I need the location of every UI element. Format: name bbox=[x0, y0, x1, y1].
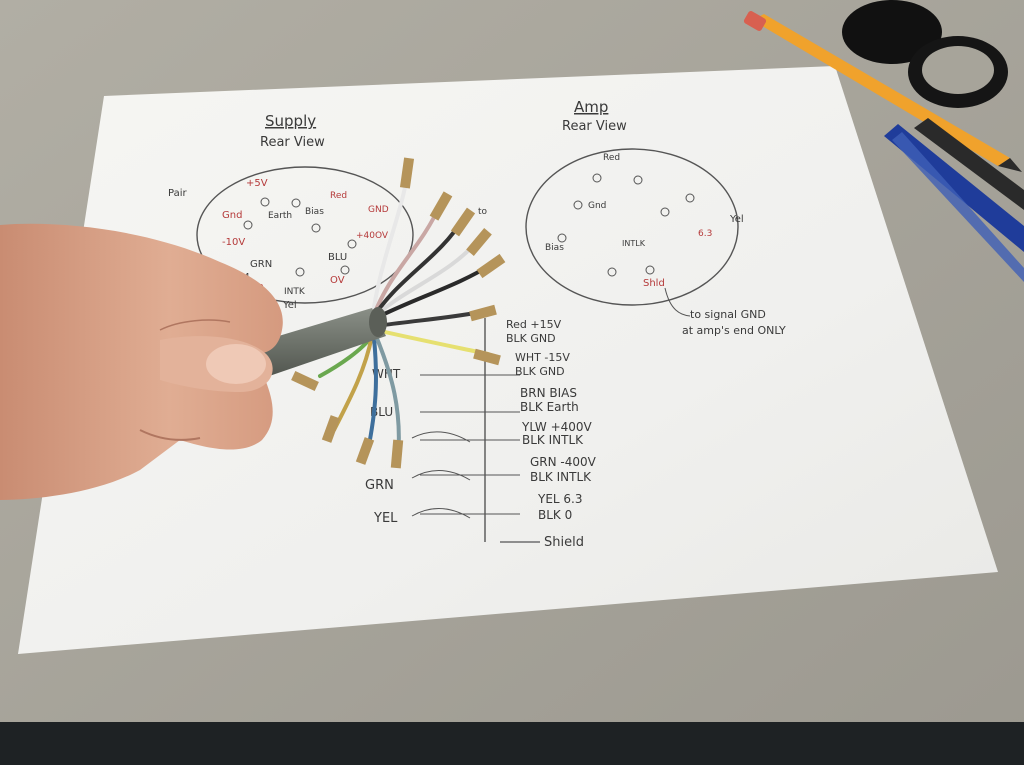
supply-side-label: Pair bbox=[168, 188, 187, 199]
harness-label-grn: GRN bbox=[365, 478, 394, 493]
amp-note-line1: to signal GND bbox=[690, 308, 766, 321]
harness-row-10: YEL 6.3 bbox=[537, 492, 583, 506]
supply-title: Supply bbox=[265, 112, 316, 130]
amp-title: Amp bbox=[574, 98, 608, 116]
pin-bias: Bias bbox=[305, 207, 324, 217]
harness-row-6: YLW +400V bbox=[521, 420, 593, 434]
pen-icon bbox=[884, 118, 1024, 282]
pin-gnd: Gnd bbox=[222, 210, 242, 221]
harness-row-3: BLK GND bbox=[515, 365, 565, 378]
pin-minus10v: -10V bbox=[222, 237, 245, 248]
harness-label-wht: WHT bbox=[372, 367, 401, 381]
harness-row-1: BLK GND bbox=[506, 332, 556, 345]
harness-label-yel: YEL bbox=[373, 511, 398, 526]
supply-subtitle: Rear View bbox=[260, 135, 325, 150]
harness-row-8: GRN -400V bbox=[530, 455, 597, 469]
pin-earth: Earth bbox=[268, 211, 292, 221]
paper-sheet bbox=[18, 66, 998, 654]
pin-plus5v: +5V bbox=[246, 178, 268, 189]
pencil-icon bbox=[743, 11, 1022, 172]
harness-row-2: WHT -15V bbox=[515, 351, 570, 364]
harness-row-0: Red +15V bbox=[506, 318, 562, 331]
pin-yel: Yel bbox=[282, 300, 297, 311]
harness-row-4: BRN BIAS bbox=[520, 386, 577, 400]
hand-icon bbox=[0, 223, 283, 501]
amp-subtitle: Rear View bbox=[562, 119, 627, 134]
amp-pin-intlk: INTLK bbox=[622, 239, 646, 248]
desk-edge bbox=[0, 722, 1024, 765]
pin-intk: INTK bbox=[284, 287, 306, 297]
pin-red: Red bbox=[330, 191, 347, 201]
harness-row-12: Shield bbox=[544, 535, 584, 550]
wire-bundle bbox=[291, 157, 506, 469]
to-frame-label: to bbox=[478, 207, 488, 217]
harness-row-11: BLK 0 bbox=[538, 508, 572, 522]
amp-pin-shld: Shld bbox=[643, 278, 665, 289]
amp-pin-red: Red bbox=[603, 153, 620, 163]
pin-gnd-right: GND bbox=[368, 205, 389, 215]
amp-pin-63: 6.3 bbox=[698, 229, 712, 239]
pin-blu: BLU bbox=[328, 252, 347, 263]
harness-row-9: BLK INTLK bbox=[530, 470, 592, 484]
pin-plus400v: +40OV bbox=[356, 231, 389, 241]
amp-connector-diagram-icon: Amp Rear View Red Bias Yel Gnd 6.3 INTLK… bbox=[525, 98, 786, 337]
amp-pin-gnd: Gnd bbox=[588, 201, 606, 211]
pin-0v: OV bbox=[330, 275, 345, 286]
harness-row-7: BLK INTLK bbox=[522, 433, 584, 447]
harness-row-5: BLK Earth bbox=[520, 400, 579, 414]
amp-note-line2: at amp's end ONLY bbox=[682, 324, 786, 337]
wire-harness-icon: Red +15V BLK GND WHT -15V BLK GND BRN BI… bbox=[365, 207, 597, 550]
pin-grn: GRN bbox=[250, 259, 272, 270]
magnifier-icon bbox=[842, 0, 1008, 108]
amp-pin-yel: Yel bbox=[729, 214, 744, 225]
amp-pin-bias: Bias bbox=[545, 243, 564, 253]
